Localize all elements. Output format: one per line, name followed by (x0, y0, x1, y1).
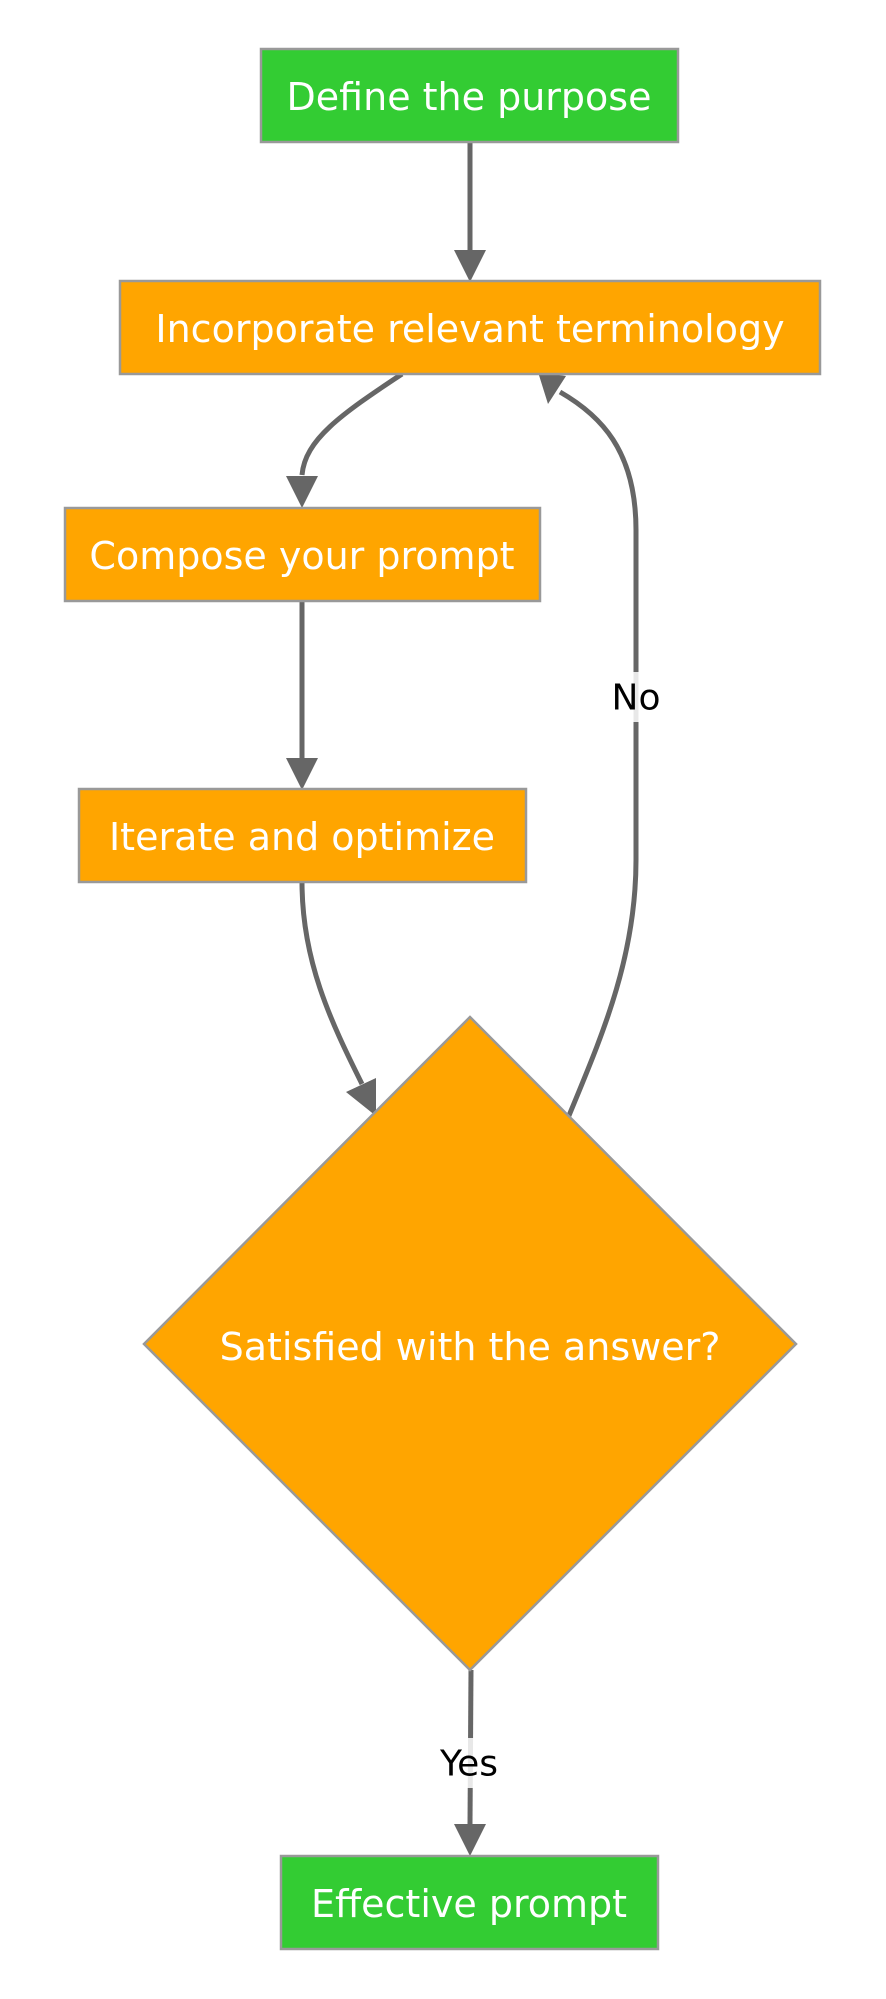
edge-terminology-to-compose (299, 371, 404, 476)
arrowhead-terminology (454, 250, 486, 282)
edge-label-no: No (610, 672, 662, 722)
edge-label-yes-text: Yes (439, 1744, 498, 1785)
node-define-shape (259, 47, 680, 144)
arrowhead-effective (454, 1824, 486, 1856)
node-compose-shape (63, 506, 542, 603)
edge-label-yes: Yes (436, 1738, 502, 1788)
node-decision-label: Satisfied with the answer? (220, 1325, 721, 1369)
node-define-label: Define the purpose (287, 75, 652, 119)
node-terminology-shape (118, 279, 822, 376)
node-compose-prompt[interactable]: Compose your prompt (63, 506, 542, 603)
edge-label-no-text: No (612, 678, 661, 719)
arrowhead-iterate (286, 758, 318, 790)
node-effective-prompt[interactable]: Effective prompt (279, 1854, 660, 1951)
node-decision-shape (142, 1015, 798, 1672)
node-iterate-optimize[interactable]: Iterate and optimize (77, 787, 528, 884)
node-iterate-label: Iterate and optimize (109, 815, 495, 859)
edge-decision-to-terminology-no (558, 389, 639, 1119)
arrowhead-terminology-no (538, 372, 566, 404)
edges (286, 142, 639, 1856)
node-satisfied-decision[interactable]: Satisfied with the answer? (142, 1015, 798, 1672)
node-incorporate-terminology[interactable]: Incorporate relevant terminology (118, 279, 822, 376)
node-define-the-purpose[interactable]: Define the purpose (259, 47, 680, 144)
node-terminology-label: Incorporate relevant terminology (155, 307, 784, 351)
arrowhead-decision (346, 1078, 376, 1116)
edge-iterate-to-decision (299, 881, 365, 1086)
node-effective-shape (279, 1854, 660, 1951)
node-iterate-shape (77, 787, 528, 884)
arrowhead-compose (286, 476, 318, 508)
node-compose-label: Compose your prompt (89, 534, 514, 578)
node-effective-label: Effective prompt (311, 1882, 627, 1926)
